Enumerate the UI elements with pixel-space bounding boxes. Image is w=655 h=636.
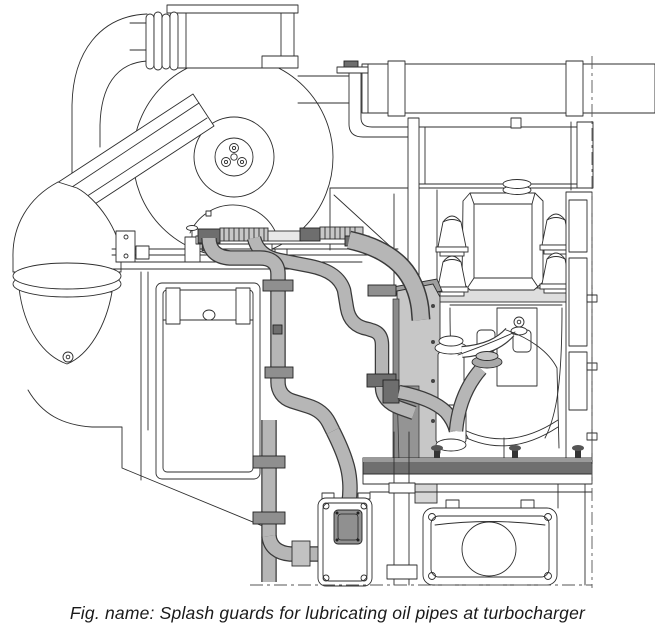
thin-oil-lines — [457, 329, 560, 459]
hub-bolts — [221, 143, 247, 167]
stub-flange — [336, 66, 369, 74]
lube-oil-pipes — [201, 230, 503, 582]
silencer-bracket-frame — [129, 4, 350, 104]
left-elbow-pipe — [12, 181, 266, 528]
pipe-clamp — [262, 279, 294, 292]
pipe-clamp — [367, 284, 397, 297]
pipe-flange-dark — [382, 379, 400, 404]
flex-bellows — [145, 11, 179, 71]
vessel-stub — [510, 117, 522, 129]
engine-block — [419, 179, 598, 469]
pipe-flange — [252, 455, 286, 469]
cover-port-circle — [461, 521, 517, 577]
elbow-bowl — [18, 287, 113, 365]
pipe-clamp-small — [135, 245, 150, 260]
cylinder-head-cover — [461, 179, 544, 291]
cooler-core-panel — [155, 282, 261, 480]
pipe-bolt — [272, 324, 283, 335]
right-side-panel — [565, 191, 598, 469]
oil-drain-box — [317, 492, 373, 587]
figure-caption: Fig. name: Splash guards for lubricating… — [69, 603, 586, 623]
lower-housing-arc — [189, 204, 277, 234]
engine-base-rail — [362, 445, 593, 586]
injector — [513, 316, 525, 328]
pipe-flange — [252, 511, 286, 525]
drain-flange — [333, 509, 363, 545]
crankcase-inspection-cover — [422, 499, 558, 586]
rail-bolt — [431, 445, 584, 458]
cylinder-barrel — [449, 304, 563, 447]
charge-air-pipe-vessel — [336, 60, 594, 289]
exhaust-silencer-vessel — [361, 60, 655, 117]
engine-technical-drawing — [12, 4, 655, 588]
pipe-clamp — [264, 366, 294, 379]
diagonal-inlet-duct — [56, 93, 215, 216]
elbow-flange-upper — [12, 262, 122, 290]
pipe-sleeve — [291, 540, 311, 567]
drain-pipe-outline — [386, 431, 418, 586]
housing-outline — [27, 389, 266, 528]
intake-elbow-duct — [71, 13, 148, 181]
centerlines — [250, 56, 593, 588]
panel-clip — [202, 309, 216, 321]
